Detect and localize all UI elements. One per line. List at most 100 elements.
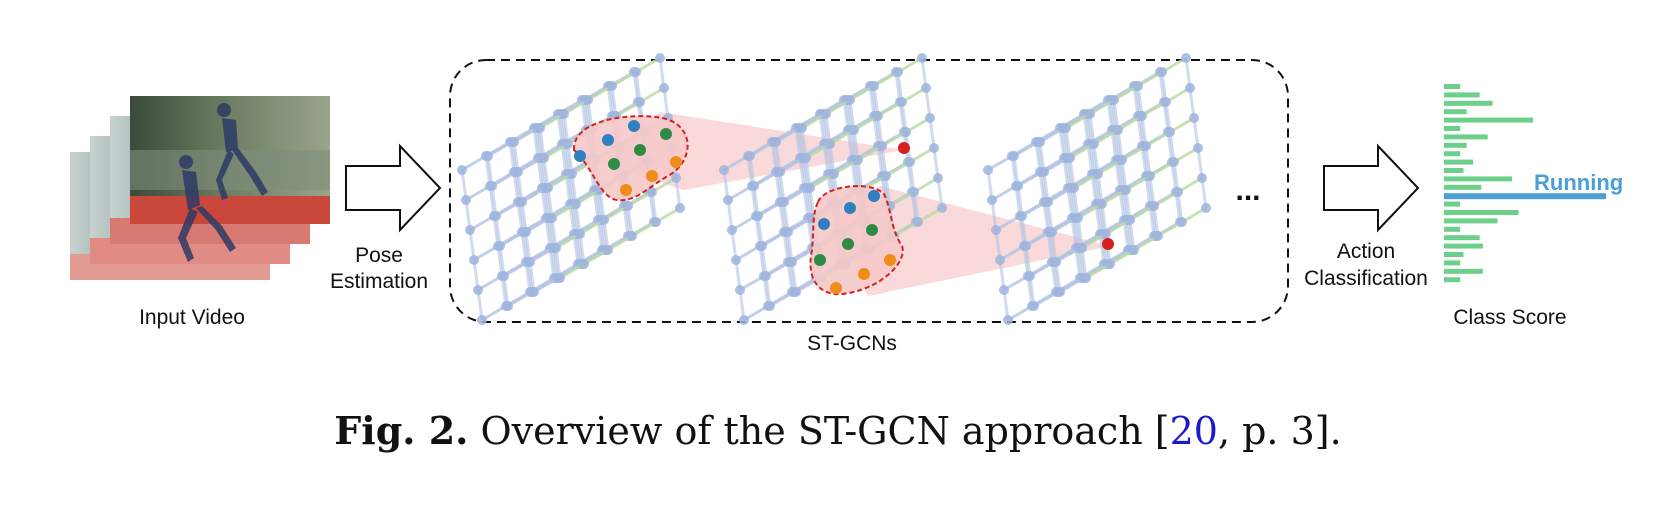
- graph-node: [719, 165, 729, 175]
- graph-edge: [1094, 203, 1102, 235]
- class-score-bar: [1444, 134, 1488, 140]
- graph-node: [487, 181, 497, 191]
- graph-node: [547, 213, 557, 223]
- graph-node: [1073, 213, 1083, 223]
- graph-edge: [896, 71, 904, 103]
- graph-edge: [610, 85, 618, 117]
- graph-node: [1069, 183, 1079, 193]
- class-score-bar: [1444, 201, 1461, 207]
- graph-edge: [770, 141, 778, 173]
- graph-node: [579, 259, 589, 269]
- graph-edge: [804, 157, 812, 189]
- graph-edge: [1050, 261, 1058, 293]
- graph-edge: [1092, 143, 1100, 175]
- graph-node: [465, 225, 475, 235]
- graph-edge: [662, 87, 670, 119]
- graph-edge: [518, 201, 526, 233]
- graph-node: [543, 183, 553, 193]
- graph-edge: [558, 113, 566, 145]
- graph-node: [1029, 301, 1039, 311]
- graph-edge: [936, 177, 944, 209]
- class-score-bar: [1444, 252, 1464, 257]
- graph-edge: [1098, 233, 1106, 265]
- pose-estimation-arrow: [345, 143, 442, 233]
- graph-edge: [906, 161, 914, 193]
- input-video-frames: [70, 96, 330, 280]
- graph-edge: [794, 127, 802, 159]
- graph-edge: [738, 289, 746, 321]
- graph-edge: [580, 99, 588, 131]
- graph-edge: [842, 99, 850, 131]
- graph-edge: [1002, 289, 1010, 321]
- graph-edge: [492, 215, 500, 247]
- graph-edge: [1140, 115, 1148, 147]
- graph-edge: [460, 169, 468, 201]
- action-classification-label-line1: Action: [1337, 240, 1395, 263]
- graph-edge: [920, 57, 928, 89]
- graph-node: [1197, 173, 1207, 183]
- graph-edge: [1128, 219, 1136, 251]
- stgcn-label: ST-GCNs: [807, 332, 897, 355]
- graph-node: [574, 150, 586, 162]
- graph-node: [1093, 169, 1103, 179]
- class-score-bar: [1444, 235, 1480, 241]
- graph-node: [898, 142, 910, 154]
- graph-edge: [542, 157, 550, 189]
- graph-edge: [1090, 143, 1098, 175]
- graph-node: [1185, 83, 1195, 93]
- graph-edge: [648, 191, 656, 223]
- graph-edge: [824, 113, 832, 145]
- graph-edge: [850, 159, 858, 191]
- graph-node: [525, 257, 535, 267]
- graph-node: [909, 187, 919, 197]
- graph-edge: [564, 143, 572, 175]
- graph-node: [1109, 95, 1119, 105]
- graph-edge: [632, 71, 640, 103]
- graph-edge: [894, 71, 902, 103]
- graph-node: [991, 225, 1001, 235]
- skeleton-graph: [457, 53, 685, 325]
- graph-edge: [822, 113, 830, 145]
- graph-edge: [912, 191, 920, 223]
- graph-node: [933, 173, 943, 183]
- graph-edge: [1074, 217, 1082, 249]
- graph-node: [1189, 113, 1199, 123]
- citation-link[interactable]: 20: [1169, 409, 1218, 453]
- graph-edge: [1058, 127, 1066, 159]
- graph-edge: [1072, 187, 1080, 219]
- graph-edge: [1162, 101, 1170, 133]
- graph-node: [670, 156, 682, 168]
- graph-edge: [802, 187, 810, 219]
- class-score-label: Class Score: [1453, 306, 1566, 329]
- graph-edge: [986, 169, 994, 201]
- graph-edge: [818, 113, 826, 145]
- graph-edge: [1158, 71, 1166, 103]
- graph-edge: [746, 155, 754, 187]
- graph-edge: [1044, 201, 1052, 233]
- graph-node: [825, 139, 835, 149]
- graph-node: [651, 217, 661, 227]
- graph-node: [575, 229, 585, 239]
- graph-edge: [484, 155, 492, 187]
- class-score-bar: [1444, 92, 1480, 98]
- graph-edge: [548, 247, 556, 279]
- graph-edge: [1028, 275, 1036, 307]
- graph-node: [503, 301, 513, 311]
- graph-edge: [500, 275, 508, 307]
- graph-edge: [1148, 205, 1156, 237]
- graph-edge: [1012, 155, 1020, 187]
- graph-edge: [1040, 171, 1048, 203]
- graph-node: [539, 153, 549, 163]
- graph-node: [1089, 139, 1099, 149]
- graph-node: [1017, 211, 1027, 221]
- graph-edge: [566, 173, 574, 205]
- graph-node: [535, 123, 545, 133]
- class-score-bar: [1444, 218, 1498, 224]
- graph-edge: [1014, 185, 1022, 217]
- graph-edge: [1110, 99, 1118, 131]
- graph-edge: [806, 217, 814, 249]
- graph-edge: [1112, 129, 1120, 161]
- figure-number: Fig. 2.: [334, 408, 469, 453]
- graph-node: [551, 243, 561, 253]
- graph-edge: [1052, 261, 1060, 293]
